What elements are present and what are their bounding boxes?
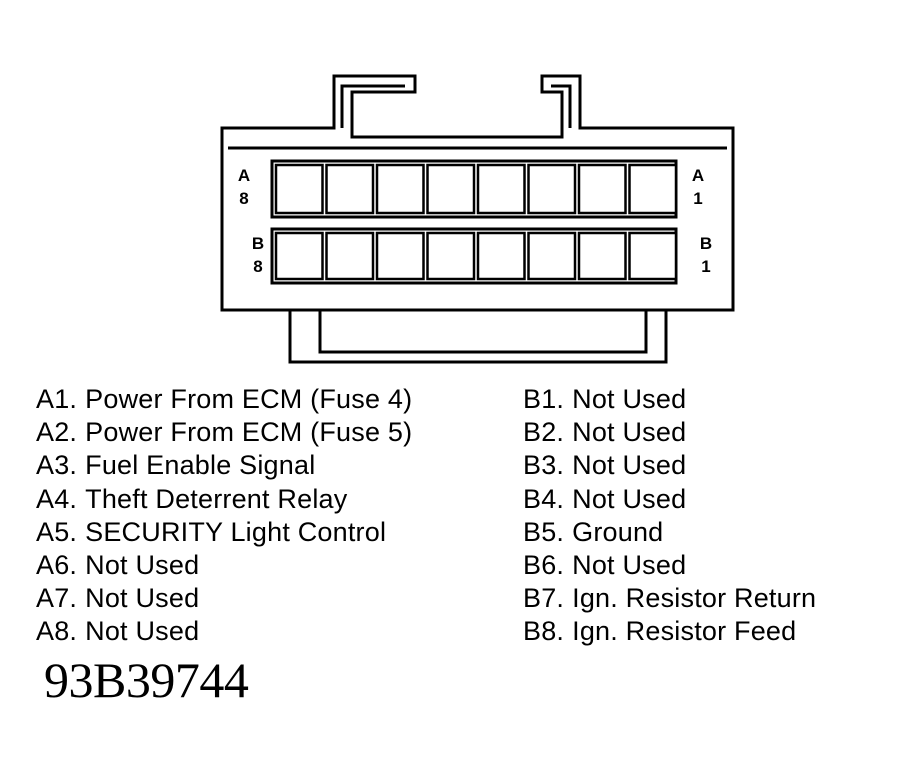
- pin-description: Not Used: [85, 616, 200, 647]
- cavity-a3: [527, 163, 577, 215]
- a-pin-item: A3.Fuel Enable Signal: [36, 449, 412, 482]
- row-b-right-number: 1: [701, 257, 710, 276]
- pin-description: Ign. Resistor Feed: [572, 616, 797, 647]
- pin-description: SECURITY Light Control: [85, 516, 387, 547]
- pin-id: B7.: [523, 583, 565, 614]
- row-b-cavity-block: [270, 227, 678, 285]
- pin-id: A4.: [36, 483, 78, 514]
- pin-id: B3.: [523, 450, 565, 481]
- pin-description: Not Used: [572, 417, 687, 448]
- a-pin-item: A4.Theft Deterrent Relay: [36, 483, 412, 516]
- cavity-a4: [476, 163, 526, 215]
- pin-id: A2.: [36, 417, 78, 448]
- cavity-b8: [274, 231, 324, 281]
- cavity-b4: [476, 231, 526, 281]
- row-a-cavity-block: [270, 159, 678, 219]
- a-pin-item: A8.Not Used: [36, 615, 412, 648]
- pin-id: A1.: [36, 384, 78, 414]
- cavity-a5: [426, 163, 476, 215]
- pin-description: Not Used: [85, 583, 200, 614]
- pin-id: A8.: [36, 616, 78, 647]
- pin-description: Fuel Enable Signal: [85, 450, 316, 481]
- cavity-a2: [577, 163, 627, 215]
- b-pin-item: B7.Ign. Resistor Return: [523, 582, 816, 615]
- cavity-b7: [325, 231, 375, 281]
- pin-id: A3.: [36, 450, 78, 481]
- a-pin-item: A1.Power From ECM (Fuse 4): [36, 383, 412, 416]
- pin-description: Not Used: [572, 450, 687, 481]
- pin-description: Not Used: [572, 384, 687, 414]
- pin-id: B2.: [523, 417, 565, 448]
- row-b-left-letter: B: [252, 234, 264, 253]
- pin-id: A6.: [36, 549, 78, 580]
- b-pin-item: B2.Not Used: [523, 416, 816, 449]
- cavity-b6: [375, 231, 425, 281]
- b-pin-item: B4.Not Used: [523, 483, 816, 516]
- pin-id: B5.: [523, 516, 565, 547]
- figure-id: 93B39744: [44, 652, 249, 708]
- pin-id: B1.: [523, 384, 565, 414]
- row-a-left-letter: A: [238, 166, 250, 185]
- row-b-left-number: 8: [253, 257, 262, 276]
- cavity-b5: [426, 231, 476, 281]
- connector-housing: [220, 74, 735, 364]
- a-pin-item: A2.Power From ECM (Fuse 5): [36, 416, 412, 449]
- cavity-b3: [527, 231, 577, 281]
- b-pin-item: B5.Ground: [523, 516, 816, 549]
- b-pin-item: B6.Not Used: [523, 549, 816, 582]
- pin-description: Ign. Resistor Return: [572, 583, 817, 614]
- a-pin-item: A6.Not Used: [36, 549, 412, 582]
- pin-description: Ground: [572, 516, 664, 547]
- pin-id: A7.: [36, 583, 78, 614]
- pin-description: Power From ECM (Fuse 4): [85, 384, 413, 414]
- pin-description: Not Used: [572, 549, 687, 580]
- row-a-left-number: 8: [239, 189, 248, 208]
- pin-id: B8.: [523, 616, 565, 647]
- cavity-a6: [375, 163, 425, 215]
- b-pin-item: B3.Not Used: [523, 449, 816, 482]
- pin-description: Not Used: [572, 483, 687, 514]
- pin-list-a: A1.Power From ECM (Fuse 4)A2.Power From …: [36, 383, 412, 649]
- a-pin-item: A5.SECURITY Light Control: [36, 516, 412, 549]
- pin-id: B6.: [523, 549, 565, 580]
- cavity-a1: [628, 163, 678, 215]
- cavity-a7: [325, 163, 375, 215]
- cavity-b2: [577, 231, 627, 281]
- b-pin-item: B8.Ign. Resistor Feed: [523, 615, 816, 648]
- row-a-right-letter: A: [692, 166, 704, 185]
- pin-description: Theft Deterrent Relay: [85, 483, 348, 514]
- cavity-a8: [274, 163, 324, 215]
- b-pin-item: B1.Not Used: [523, 383, 816, 416]
- pin-id: A5.: [36, 516, 78, 547]
- pin-description: Not Used: [85, 549, 200, 580]
- connector-diagram: A 8 A 1 B 8 B 1: [220, 74, 735, 364]
- cavity-b1: [628, 231, 678, 281]
- row-a-right-number: 1: [693, 189, 702, 208]
- pin-id: B4.: [523, 483, 565, 514]
- pin-description: Power From ECM (Fuse 5): [85, 417, 413, 448]
- row-b-right-letter: B: [700, 234, 712, 253]
- a-pin-item: A7.Not Used: [36, 582, 412, 615]
